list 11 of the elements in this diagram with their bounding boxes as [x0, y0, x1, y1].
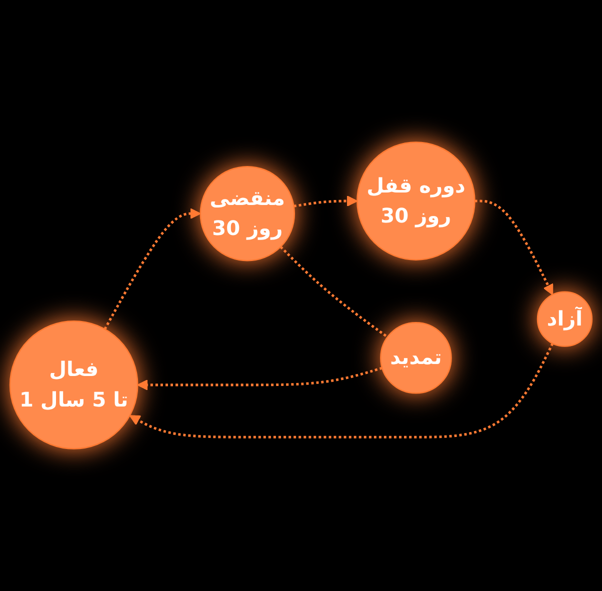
- node-circle: فعال 1 تا 5 سال: [9, 320, 138, 450]
- arrow: [104, 208, 201, 330]
- connector: [280, 246, 388, 338]
- arrow: [474, 200, 554, 296]
- node-circle: دوره قفل 30 روز: [356, 142, 476, 260]
- arrow: [294, 196, 358, 208]
- node-circle: منقضی 30 روز: [200, 166, 296, 262]
- node-circle: آزاد: [536, 291, 593, 347]
- arrow: [137, 366, 383, 390]
- node-circle: تمدید: [380, 322, 452, 394]
- arrow: [129, 342, 554, 438]
